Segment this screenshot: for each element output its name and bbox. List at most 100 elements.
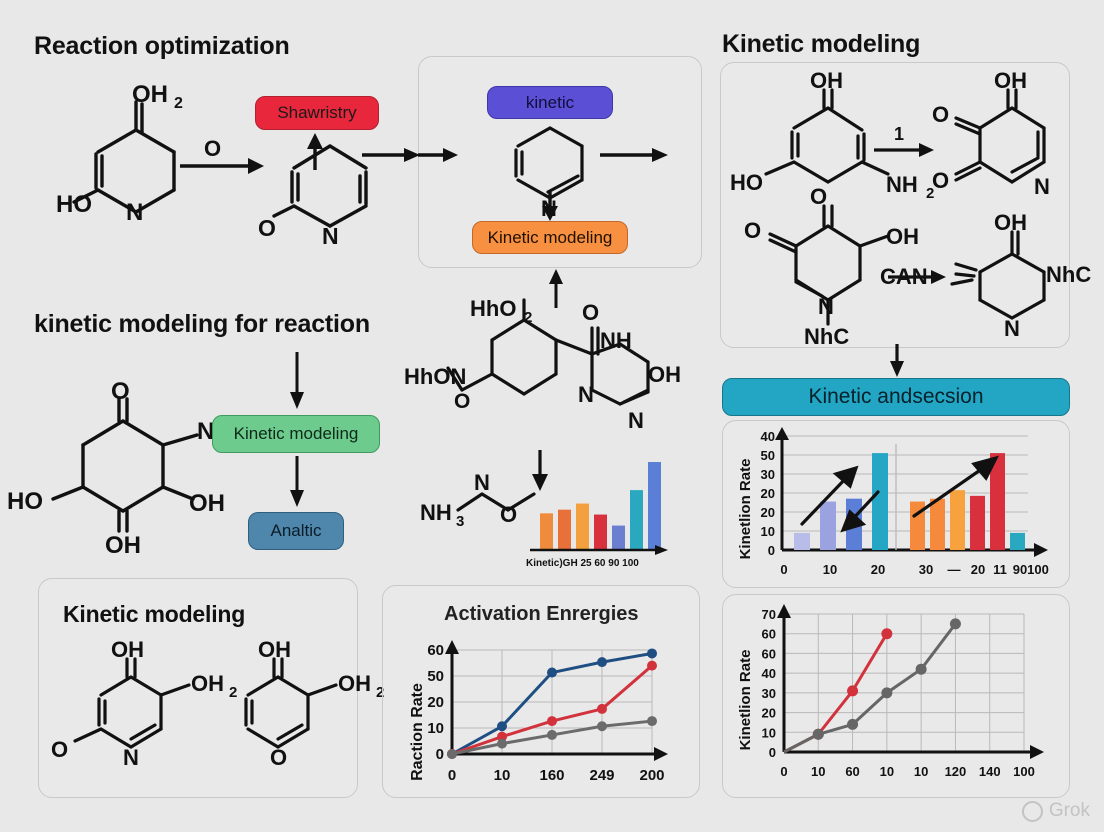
data-point <box>647 716 657 727</box>
label-o-lower: O <box>454 390 470 413</box>
ratebars-ytick: 20 <box>761 486 775 501</box>
ratelines-ytick: 30 <box>762 686 776 701</box>
label-n-bottom: N <box>322 223 339 249</box>
label-nh3: NH <box>420 500 452 525</box>
pill-kinetic[interactable]: kinetic <box>487 86 613 119</box>
label-kbox1-o: O <box>51 737 68 762</box>
label-o-left: O <box>258 215 276 241</box>
data-point <box>497 738 507 749</box>
label-nh3-sub: 3 <box>456 513 464 530</box>
reaction-arrow-2 <box>362 144 424 166</box>
molecule-right-nhc-ring: O O OH N NhC <box>744 184 920 349</box>
bar <box>950 490 965 550</box>
data-point <box>647 660 657 671</box>
label-hho2-sub: 2 <box>524 309 532 326</box>
activation-ytick: 0 <box>436 746 444 763</box>
label-n-mid-big: N <box>578 382 594 407</box>
ratebars-xtick: 20 <box>971 562 985 577</box>
activation-xtick: 200 <box>639 767 664 784</box>
pill-kinetic-label: kinetic <box>525 92 575 112</box>
label-r4-can: CAN <box>880 264 928 289</box>
label-left-oh-bottom: OH <box>105 532 141 559</box>
label-r2-o-left: O <box>932 102 949 127</box>
arrow-up-into-panel <box>543 268 569 308</box>
label-small-n: N <box>474 470 490 495</box>
ratebars-xtick: 11 <box>993 562 1007 577</box>
data-point <box>597 721 607 732</box>
label-r3-o-top: O <box>810 184 827 209</box>
label-kbox2-oh: OH <box>258 637 291 662</box>
pill-analtic-label: Analtic <box>270 521 322 540</box>
bar <box>910 501 925 550</box>
ratelines-xtick: 0 <box>780 764 787 779</box>
bar <box>820 501 836 550</box>
label-kbox1-oh2-sub: 2 <box>229 684 237 701</box>
molecule-large-center: HhO 2 HhON O O NH OH N N <box>404 296 692 460</box>
arrow-down-to-banner <box>884 344 910 378</box>
molecule-right-can-ring: OH CAN NhC N <box>880 210 1100 341</box>
pill-shawristry[interactable]: Shawristry <box>255 96 379 130</box>
ratelines-xtick: 120 <box>945 764 967 779</box>
data-point <box>847 718 859 730</box>
label-kbox2-o: O <box>270 745 287 770</box>
data-point <box>812 728 824 740</box>
chart-title-activation-energies: Activation Enrergies <box>444 603 639 625</box>
panel-activation-energies <box>382 585 700 798</box>
bar <box>930 498 945 550</box>
ratebars-ytick: 30 <box>761 467 775 482</box>
pill-kinetic-modeling-green[interactable]: Kinetic modeling <box>212 415 380 453</box>
ratebars-xtick: 20 <box>871 562 885 577</box>
pill-kinetic-modeling-orange[interactable]: Kinetic modeling <box>472 221 628 254</box>
molecule-cyclohexanedione: O N HO OH OH <box>7 378 225 559</box>
pill-shawristry-label: Shawristry <box>277 103 357 122</box>
reaction-arrow-right-1: 1 <box>870 122 942 164</box>
label-r3-oh: OH <box>886 224 919 249</box>
label-left-ho: HO <box>7 488 43 515</box>
label-kbox2-oh2: OH <box>338 671 371 696</box>
data-point <box>497 731 507 742</box>
panel-kinetic-rate-lines <box>722 594 1070 798</box>
label-nh: NH <box>600 328 632 353</box>
label-r1-ho: HO <box>730 170 763 195</box>
pill-kinetic-modeling-orange-label: Kinetic modeling <box>487 227 613 247</box>
label-hho2: HhO <box>470 296 516 321</box>
ratebars-xtick: 30 <box>919 562 933 577</box>
rate-bars-ylabel: Kinetlion Rate <box>737 459 754 560</box>
pill-kinetic-modeling-green-label: Kinetic modeling <box>233 424 359 443</box>
label-oh2-sub: 2 <box>174 95 183 112</box>
label-oh-right: OH <box>648 362 681 387</box>
activation-xtick: 249 <box>589 767 614 784</box>
series-line <box>783 622 957 754</box>
section-title-kinetic-modeling: Kinetic modeling <box>722 30 921 58</box>
ratelines-ytick: 20 <box>762 706 776 721</box>
banner-kinetic-andsecsion[interactable]: Kinetic andsecsion <box>722 378 1070 416</box>
label-left-n: N <box>197 418 214 445</box>
bar <box>970 495 985 550</box>
data-point <box>881 628 893 640</box>
ratelines-xtick: 140 <box>979 764 1001 779</box>
data-point <box>597 703 607 714</box>
label-r2-oh: OH <box>994 68 1027 93</box>
watermark-ring-icon <box>1021 800 1043 822</box>
data-point <box>949 618 961 630</box>
panel-inbound-arrow <box>418 144 460 166</box>
bar <box>1010 532 1025 550</box>
label-small-o: O <box>500 502 517 527</box>
bar <box>990 453 1005 550</box>
label-ho: HO <box>56 191 92 218</box>
arrow-down-to-kinetic-green <box>284 352 310 410</box>
arrow-down-to-analtic <box>284 456 310 508</box>
pill-analtic[interactable]: Analtic <box>248 512 344 550</box>
ratelines-ytick: 60 <box>762 646 776 661</box>
label-r1-nh2: NH <box>886 172 918 197</box>
label-left-o-top: O <box>111 378 130 405</box>
data-point <box>447 749 457 759</box>
molecule-pyridinone: O N <box>258 132 392 250</box>
data-point <box>847 685 859 697</box>
ratebars-ytick: 20 <box>761 505 775 520</box>
data-point <box>547 667 557 678</box>
label-r3-n: N <box>818 294 834 319</box>
